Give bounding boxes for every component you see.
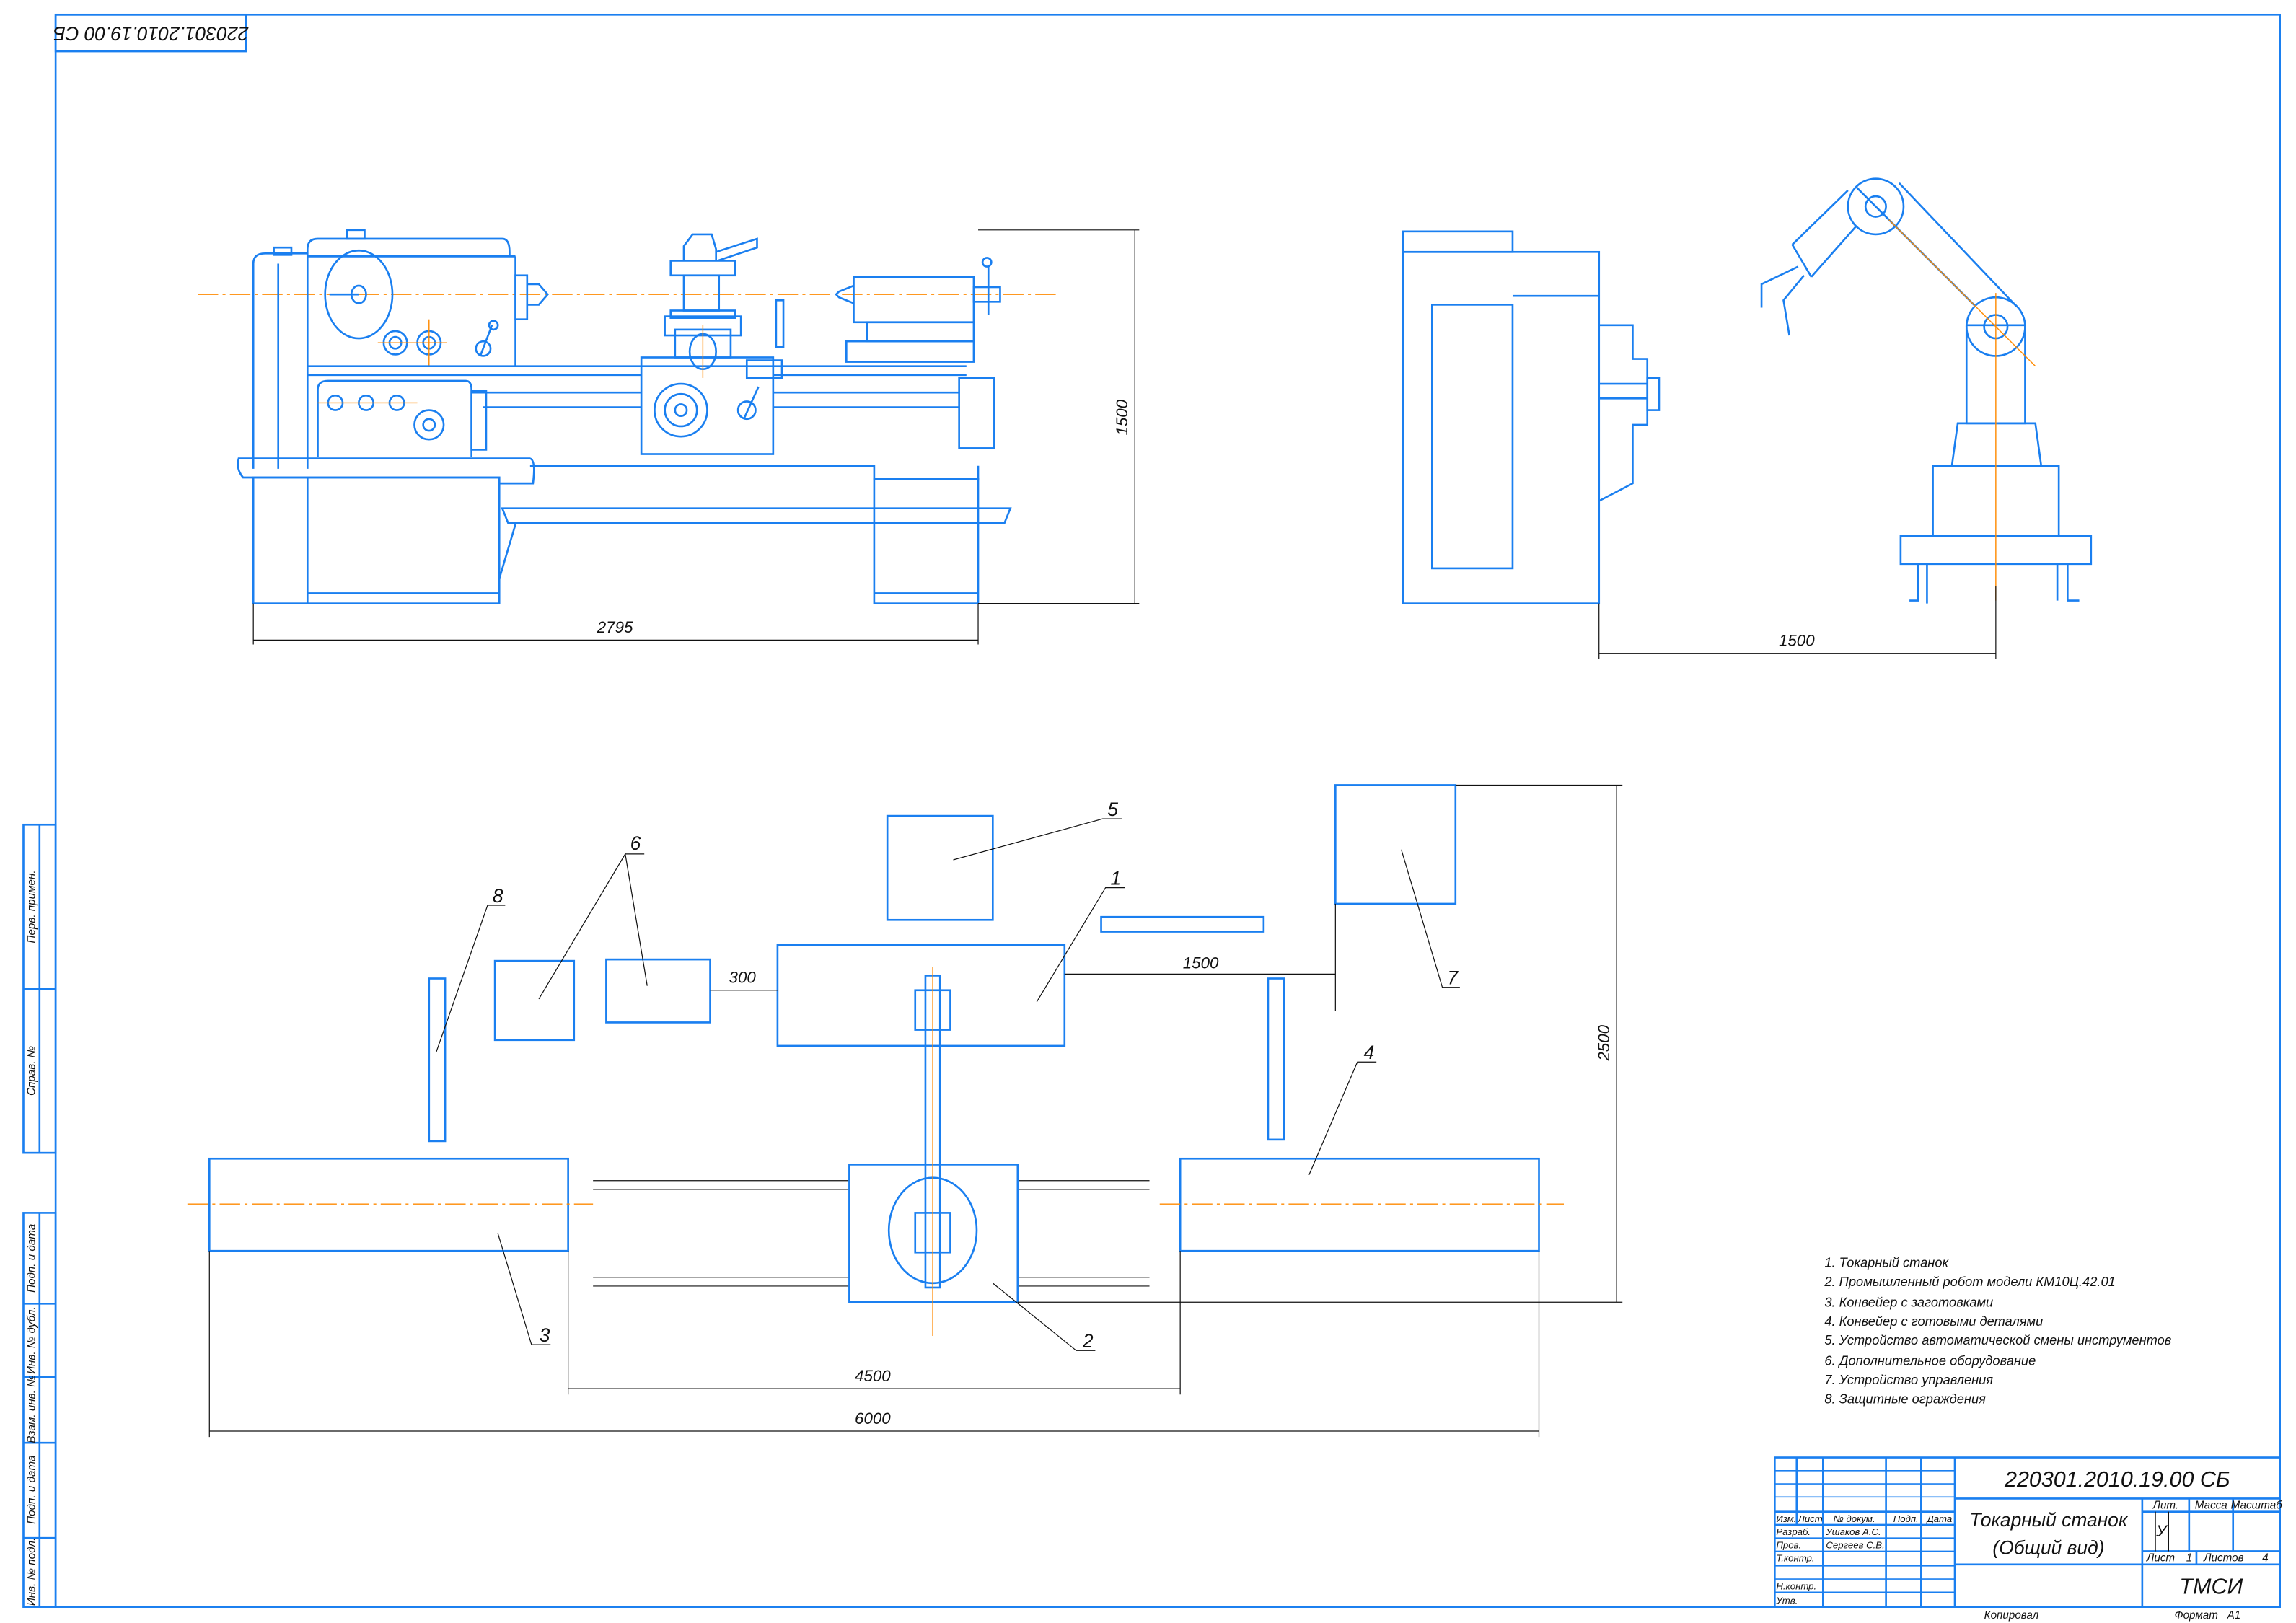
lit-value: У <box>2155 1522 2168 1540</box>
role-checker: Пров. <box>1776 1539 1801 1550</box>
conveyor-3 <box>208 1157 569 1252</box>
dim-depth: 2500 <box>1595 1024 1613 1061</box>
sheet-value: 1 <box>2186 1552 2192 1565</box>
side-stamp: Перв. примен. Справ. № Подп. и дата Инв.… <box>22 823 57 1608</box>
layout-plan: 2500 300 1500 4500 6000 1 2 3 4 5 6 7 8 <box>187 784 1623 1438</box>
callout-7: 7 <box>1447 967 1459 989</box>
dim-total: 6000 <box>855 1409 891 1428</box>
callout-3: 3 <box>540 1324 550 1346</box>
mass-label: Масса <box>2195 1500 2227 1512</box>
callout-1: 1 <box>1111 868 1122 889</box>
callout-4: 4 <box>1364 1042 1375 1063</box>
legend: 1. Токарный станок 2. Промышленный робот… <box>1824 1255 2171 1407</box>
legend-item: 2. Промышленный робот модели КМ10Ц.42.01 <box>1824 1274 2115 1289</box>
sheets-value: 4 <box>2262 1552 2268 1565</box>
control-unit-7 <box>1334 784 1457 905</box>
guard-right <box>1267 977 1285 1141</box>
dim-lathe-length: 2795 <box>597 618 633 636</box>
stamp-label: Инв. № дубл. <box>26 1306 38 1374</box>
callout-6: 6 <box>630 832 641 854</box>
legend-item: 8. Защитные ограждения <box>1824 1391 1986 1406</box>
sheet-label: Лист <box>2146 1552 2175 1565</box>
role-developer: Разраб. <box>1776 1526 1811 1537</box>
title-line-2: (Общий вид) <box>1992 1537 2104 1559</box>
name-checker: Сергеев С.В. <box>1826 1539 1884 1550</box>
guard-8-left <box>428 977 447 1143</box>
callout-5: 5 <box>1107 799 1118 820</box>
role-tech-control: Т.контр. <box>1776 1553 1814 1564</box>
header-date: Дата <box>1925 1513 1952 1524</box>
dim-lathe-height: 1500 <box>1113 399 1131 435</box>
tool-changer-5 <box>886 814 994 921</box>
name-developer: Ушаков А.С. <box>1825 1526 1881 1537</box>
lathe-1 <box>776 944 1066 1047</box>
dim-gap: 300 <box>729 969 757 987</box>
header-doc: № докум. <box>1834 1513 1875 1524</box>
stamp-label: Перв. примен. <box>26 870 38 943</box>
legend-item: 5. Устройство автоматической смены инстр… <box>1824 1332 2171 1347</box>
role-approved: Утв. <box>1775 1596 1798 1606</box>
drawing-frame <box>54 13 2281 1608</box>
format-value: А1 <box>2227 1609 2241 1622</box>
stamp-label: Инв. № подл. <box>26 1538 38 1606</box>
title-line-1: Токарный станок <box>1970 1509 2129 1531</box>
callout-8: 8 <box>493 885 503 907</box>
title-block: Изм. Лист № докум. Подп. Дата Разраб. Уш… <box>1774 1456 2283 1622</box>
legend-item: 1. Токарный станок <box>1824 1255 1949 1270</box>
scale-label: Масштаб <box>2231 1500 2283 1512</box>
format-label: Формат <box>2175 1609 2218 1622</box>
legend-item: 7. Устройство управления <box>1824 1372 1993 1387</box>
header-sign: Подп. <box>1893 1513 1919 1524</box>
rotated-code-box: 220301.2010.19.00 СБ <box>53 13 250 53</box>
lathe-front-view: 2795 1500 <box>198 229 1140 645</box>
doc-code: 220301.2010.19.00 СБ <box>2004 1467 2230 1492</box>
callout-2: 2 <box>1082 1330 1094 1352</box>
conveyor-4 <box>1179 1157 1540 1252</box>
sheets-label: Листов <box>2203 1552 2243 1565</box>
equipment-6a <box>493 959 576 1042</box>
lit-label: Лит. <box>2152 1500 2179 1512</box>
lathe-side-view <box>1402 230 1661 604</box>
copied-label: Копировал <box>1984 1609 2039 1622</box>
legend-item: 3. Конвейер с заготовками <box>1824 1294 1993 1309</box>
stamp-label: Справ. № <box>26 1045 38 1096</box>
header-list: Лист <box>1798 1513 1823 1524</box>
stamp-label: Взам. инв. № <box>26 1375 38 1443</box>
equipment-6b <box>605 958 711 1024</box>
header-izm: Изм. <box>1776 1513 1796 1524</box>
robot-2 <box>848 1164 1019 1303</box>
organization: ТМСИ <box>2179 1574 2243 1598</box>
rotated-code-text: 220301.2010.19.00 СБ <box>53 23 250 45</box>
role-norm-control: Н.контр. <box>1776 1580 1816 1591</box>
dim-conveyor-gap: 4500 <box>855 1367 891 1385</box>
legend-item: 4. Конвейер с готовыми деталями <box>1824 1314 2043 1329</box>
dim-robot-distance: 1500 <box>1779 632 1815 650</box>
stamp-label: Подп. и дата <box>26 1224 38 1293</box>
legend-item: 6. Дополнительное оборудование <box>1824 1353 2036 1368</box>
guard-top <box>1100 915 1265 933</box>
stamp-label: Подп. и дата <box>26 1456 38 1524</box>
robot-side-view: 1500 <box>1598 177 2093 659</box>
dim-lathe-to-control: 1500 <box>1183 954 1219 972</box>
